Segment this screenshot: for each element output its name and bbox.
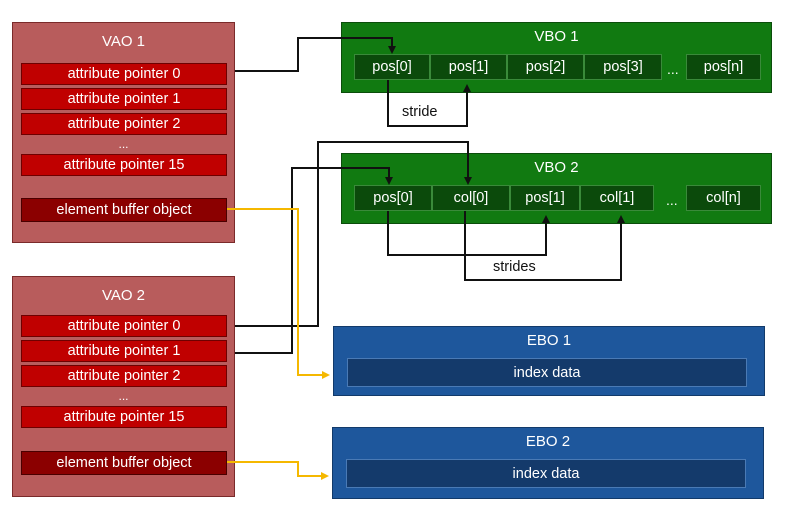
- vao-1-ellipsis: ...: [118, 137, 129, 151]
- ebo-2-title: EBO 2: [525, 433, 571, 450]
- vbo-2-cell-col-1: col[1]: [580, 185, 654, 211]
- vao-2-ellipsis: ...: [118, 389, 129, 403]
- vbo-1-cell-pos-0: pos[0]: [354, 54, 430, 80]
- vbo-2-cell-pos-1: pos[1]: [510, 185, 580, 211]
- vbo-1-ellipsis: ...: [667, 61, 679, 77]
- vbo-2-cell-pos-0: pos[0]: [354, 185, 432, 211]
- vbo-1-box: VBO 1 pos[0] pos[1] pos[2] pos[3] ... po…: [341, 22, 772, 93]
- ebo-1-index-data: index data: [347, 358, 747, 387]
- vbo-1-cell-pos-n: pos[n]: [686, 54, 761, 80]
- vao-1-attribute-pointer-1: attribute pointer 1: [21, 88, 227, 110]
- vao-2-box: VAO 2 attribute pointer 0 attribute poin…: [12, 276, 235, 497]
- ebo-1-title: EBO 1: [526, 332, 572, 349]
- vao-2-attribute-pointer-15: attribute pointer 15: [21, 406, 227, 428]
- vao-1-title: VAO 1: [101, 33, 146, 50]
- ebo-2-index-data: index data: [346, 459, 746, 488]
- vbo-2-title: VBO 2: [534, 159, 579, 176]
- vao-1-attribute-pointer-2: attribute pointer 2: [21, 113, 227, 135]
- vbo-2-strides-label: strides: [493, 259, 536, 275]
- vao-1-attribute-pointer-0: attribute pointer 0: [21, 63, 227, 85]
- vbo-1-title: VBO 1: [534, 28, 579, 45]
- vao-2-attribute-pointer-0: attribute pointer 0: [21, 315, 227, 337]
- vbo-1-cell-pos-3: pos[3]: [584, 54, 662, 80]
- vao-1-element-buffer-object: element buffer object: [21, 198, 227, 222]
- ebo-1-box: EBO 1 index data: [333, 326, 765, 396]
- ebo-2-box: EBO 2 index data: [332, 427, 764, 499]
- vbo-1-cell-pos-2: pos[2]: [507, 54, 584, 80]
- vao-2-attribute-pointer-1: attribute pointer 1: [21, 340, 227, 362]
- vbo-1-stride-label: stride: [402, 104, 438, 120]
- vao-2-attribute-pointer-2: attribute pointer 2: [21, 365, 227, 387]
- link-vao1-ebo-ebo1: [227, 208, 330, 379]
- vao-1-box: VAO 1 attribute pointer 0 attribute poin…: [12, 22, 235, 243]
- vbo-1-cell-pos-1: pos[1]: [430, 54, 507, 80]
- vbo-2-box: VBO 2 pos[0] col[0] pos[1] col[1] ... co…: [341, 153, 772, 224]
- vbo-2-ellipsis: ...: [666, 192, 678, 208]
- vbo-2-cell-col-0: col[0]: [432, 185, 510, 211]
- vao-2-element-buffer-object: element buffer object: [21, 451, 227, 475]
- link-vao2-ebo-ebo2: [227, 461, 329, 480]
- vbo-2-cell-col-n: col[n]: [686, 185, 761, 211]
- vao-1-attribute-pointer-15: attribute pointer 15: [21, 154, 227, 176]
- vao-2-title: VAO 2: [101, 287, 146, 304]
